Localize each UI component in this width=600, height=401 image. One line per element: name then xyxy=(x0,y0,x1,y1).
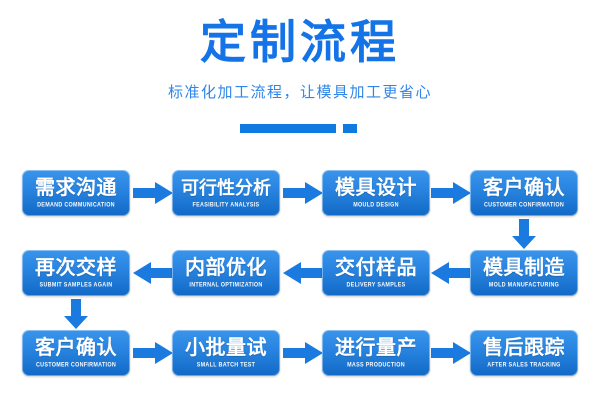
arrow-down-icon xyxy=(64,299,88,329)
step-label-cn: 售后跟踪 xyxy=(483,337,565,359)
page-title: 定制流程 xyxy=(200,16,400,68)
step-mould-design[interactable]: 模具设计 MOULD DESIGN xyxy=(322,170,430,216)
arrow-right-icon xyxy=(431,182,471,204)
arrow-right-icon xyxy=(283,182,323,204)
step-label-en: DELIVERY SAMPLES xyxy=(346,281,406,289)
arrow-right-icon xyxy=(133,342,173,364)
arrow-left-icon xyxy=(283,262,323,284)
step-small-batch-test[interactable]: 小批量试 SMALL BATCH TEST xyxy=(172,330,280,376)
step-label-en: AFTER SALES TRACKING xyxy=(487,361,561,369)
step-label-cn: 需求沟通 xyxy=(35,177,117,199)
arrow-left-icon xyxy=(133,262,173,284)
step-label-en: SMALL BATCH TEST xyxy=(196,361,256,369)
title-divider-square xyxy=(343,124,357,133)
step-label-en: CUSTOMER CONFIRMATION xyxy=(483,201,565,209)
step-label-cn: 模具设计 xyxy=(335,177,417,199)
step-submit-samples-again[interactable]: 再次交样 SUBMIT SAMPLES AGAIN xyxy=(22,250,130,296)
header: 定制流程 标准化加工流程，让模具加工更省心 xyxy=(0,0,600,150)
step-demand-communication[interactable]: 需求沟通 DEMAND COMMUNICATION xyxy=(22,170,130,216)
step-label-en: MOLD MANUFACTURING xyxy=(488,281,560,289)
arrow-left-icon xyxy=(431,262,471,284)
flow-row-1: 需求沟通 DEMAND COMMUNICATION 可行性分析 FEASIBIL… xyxy=(0,170,600,216)
step-label-cn: 内部优化 xyxy=(185,257,267,279)
step-internal-optimization[interactable]: 内部优化 INTERNAL OPTIMIZATION xyxy=(172,250,280,296)
step-delivery-samples[interactable]: 交付样品 DELIVERY SAMPLES xyxy=(322,250,430,296)
title-divider-bar xyxy=(240,124,336,133)
step-label-cn: 可行性分析 xyxy=(181,178,271,198)
step-label-en: MASS PRODUCTION xyxy=(347,361,405,369)
step-label-cn: 小批量试 xyxy=(185,337,267,359)
page-subtitle: 标准化加工流程，让模具加工更省心 xyxy=(167,84,432,101)
arrow-right-icon xyxy=(283,342,323,364)
step-label-cn: 进行量产 xyxy=(335,337,417,359)
step-label-en: FEASIBILITY ANALYSIS xyxy=(192,201,260,209)
step-label-cn: 交付样品 xyxy=(335,257,417,279)
step-label-en: MOULD DESIGN xyxy=(353,201,399,209)
step-label-en: INTERNAL OPTIMIZATION xyxy=(189,281,263,289)
step-label-cn: 再次交样 xyxy=(35,257,117,279)
flow-row-3: 客户确认 CUSTOMER CONFIRMATION 小批量试 SMALL BA… xyxy=(0,330,600,376)
step-mass-production[interactable]: 进行量产 MASS PRODUCTION xyxy=(322,330,430,376)
step-label-cn: 客户确认 xyxy=(483,177,565,199)
step-label-en: DEMAND COMMUNICATION xyxy=(37,201,115,209)
step-label-en: CUSTOMER CONFIRMATION xyxy=(35,361,117,369)
step-mold-manufacturing[interactable]: 模具制造 MOLD MANUFACTURING xyxy=(470,250,578,296)
step-feasibility-analysis[interactable]: 可行性分析 FEASIBILITY ANALYSIS xyxy=(172,170,280,216)
step-label-en: SUBMIT SAMPLES AGAIN xyxy=(39,281,113,289)
arrow-right-icon xyxy=(431,342,471,364)
step-after-sales-tracking[interactable]: 售后跟踪 AFTER SALES TRACKING xyxy=(470,330,578,376)
step-label-cn: 客户确认 xyxy=(35,337,117,359)
flow-row-2: 再次交样 SUBMIT SAMPLES AGAIN 内部优化 INTERNAL … xyxy=(0,250,600,296)
arrow-right-icon xyxy=(133,182,173,204)
step-label-cn: 模具制造 xyxy=(483,257,565,279)
step-customer-confirmation-2[interactable]: 客户确认 CUSTOMER CONFIRMATION xyxy=(22,330,130,376)
step-customer-confirmation-1[interactable]: 客户确认 CUSTOMER CONFIRMATION xyxy=(470,170,578,216)
arrow-down-icon xyxy=(512,219,536,249)
